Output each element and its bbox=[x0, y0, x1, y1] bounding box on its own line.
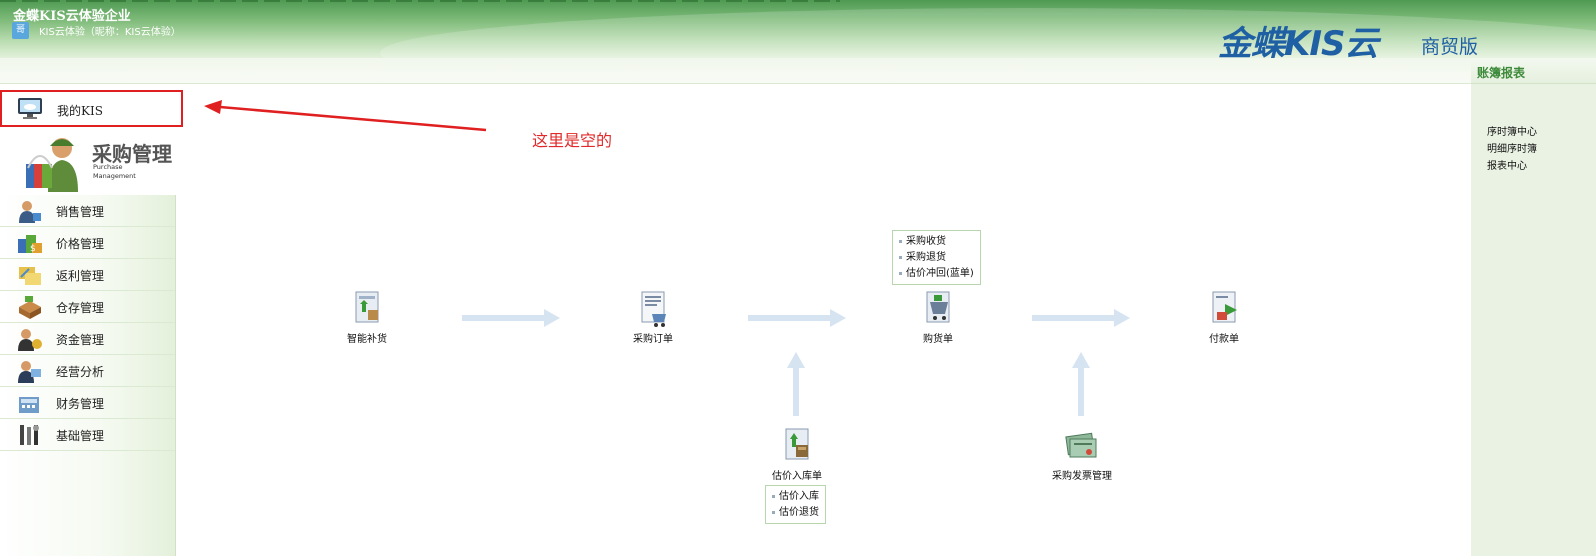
company-name: 金蝶KIS云体验企业 bbox=[13, 9, 131, 24]
header-decoration bbox=[380, 8, 1596, 58]
sales-icon bbox=[17, 199, 43, 226]
monitor-icon bbox=[16, 97, 44, 124]
app-header: 金蝶KIS云体验企业 哥 KIS云体验（昵称：KIS云体验） 金蝶KIS云 商贸… bbox=[0, 0, 1596, 58]
sub-bar bbox=[0, 58, 1596, 84]
price-icon: $ bbox=[17, 231, 43, 258]
purchase-order-icon bbox=[641, 291, 666, 327]
account-badge[interactable]: 哥 bbox=[12, 22, 29, 39]
link-report-center[interactable]: 报表中心 bbox=[1487, 161, 1527, 172]
estimate-stockin-icon bbox=[785, 428, 809, 460]
right-panel-title: 账簿报表 bbox=[1477, 66, 1526, 80]
receipt-submenu: 采购收货 采购退货 估价冲回(蓝单) bbox=[892, 230, 981, 285]
link-detail-journal[interactable]: 明细序时簿 bbox=[1487, 144, 1537, 155]
header-topline bbox=[0, 0, 840, 2]
submenu-item-estimate-return[interactable]: 估价退货 bbox=[772, 505, 819, 521]
warehouse-icon bbox=[17, 295, 43, 322]
annotation-note: 这里是空的 bbox=[532, 131, 613, 150]
account-label: KIS云体验（昵称：KIS云体验） bbox=[39, 27, 181, 38]
flow-node-label: 付款单 bbox=[1209, 334, 1239, 345]
sidebar-item-basic[interactable]: 基础管理 bbox=[0, 419, 175, 451]
sidebar-item-analysis[interactable]: 经营分析 bbox=[0, 355, 175, 387]
flow-arrow-right bbox=[1032, 309, 1130, 327]
flow-node-payment[interactable]: 付款单 bbox=[1179, 290, 1269, 345]
svg-text:$: $ bbox=[30, 244, 36, 254]
link-journal-center[interactable]: 序时簿中心 bbox=[1487, 127, 1537, 138]
sidebar-item-sales[interactable]: 销售管理 bbox=[0, 195, 175, 227]
flow-node-label: 估价入库单 bbox=[772, 471, 822, 482]
purchase-receipt-icon bbox=[926, 291, 950, 323]
flow-arrow-right bbox=[462, 309, 560, 327]
submenu-item-estimate-stockin[interactable]: 估价入库 bbox=[772, 489, 819, 505]
sidebar-item-funds[interactable]: 资金管理 bbox=[0, 323, 175, 355]
sidebar-item-finance[interactable]: 财务管理 bbox=[0, 387, 175, 419]
annotation-arrow bbox=[204, 100, 487, 132]
submenu-item-purchase-return[interactable]: 采购退货 bbox=[899, 250, 974, 266]
rebate-icon bbox=[17, 263, 43, 290]
sidebar-item-label: 销售管理 bbox=[56, 205, 105, 219]
sidebar: 我的KIS 采购管理 Purchase Management 销售管理 bbox=[0, 85, 183, 556]
my-kis-button[interactable]: 我的KIS bbox=[0, 90, 183, 127]
sidebar-item-label: 资金管理 bbox=[56, 333, 105, 347]
flow-node-invoice-mgmt[interactable]: 采购发票管理 bbox=[1037, 427, 1127, 482]
flow-node-smart-replenish[interactable]: 智能补货 bbox=[322, 290, 412, 345]
flow-arrow-up bbox=[787, 352, 805, 416]
flow-node-estimate-stockin[interactable]: 估价入库单 bbox=[752, 427, 842, 482]
flow-arrow-up bbox=[1072, 352, 1090, 416]
sidebar-item-label: 经营分析 bbox=[56, 365, 105, 379]
report-links: 序时簿中心 明细序时簿 报表中心 bbox=[1487, 124, 1537, 175]
sidebar-item-price[interactable]: $ 价格管理 bbox=[0, 227, 175, 259]
sidebar-item-label: 价格管理 bbox=[56, 237, 105, 251]
flow-node-purchase-order[interactable]: 采购订单 bbox=[608, 290, 698, 345]
flow-arrow-right bbox=[748, 309, 846, 327]
submenu-item-purchase-receive[interactable]: 采购收货 bbox=[899, 234, 974, 250]
module-nav: 销售管理 $ 价格管理 返利管理 仓存管理 资金管理 bbox=[0, 195, 176, 556]
submenu-item-estimate-writeback[interactable]: 估价冲回(蓝单) bbox=[899, 266, 974, 282]
funds-icon bbox=[17, 327, 43, 354]
flow-node-label: 采购订单 bbox=[633, 334, 673, 345]
brand-logo: 金蝶KIS云 bbox=[1218, 24, 1378, 58]
right-panel-title-bar: 账簿报表 bbox=[1471, 58, 1596, 84]
finance-icon bbox=[17, 391, 43, 418]
smart-replenish-icon bbox=[355, 291, 379, 323]
estimate-submenu: 估价入库 估价退货 bbox=[765, 485, 826, 524]
module-header: 采购管理 Purchase Management bbox=[0, 130, 176, 192]
module-subtitle: Purchase Management bbox=[93, 163, 136, 180]
sidebar-item-label: 基础管理 bbox=[56, 429, 105, 443]
sidebar-item-warehouse[interactable]: 仓存管理 bbox=[0, 291, 175, 323]
sidebar-item-label: 返利管理 bbox=[56, 269, 105, 283]
sidebar-item-label: 财务管理 bbox=[56, 397, 105, 411]
sidebar-item-rebate[interactable]: 返利管理 bbox=[0, 259, 175, 291]
right-panel: 账簿报表 序时簿中心 明细序时簿 报表中心 bbox=[1471, 58, 1596, 556]
purchase-person-icon bbox=[22, 134, 86, 195]
basic-icon bbox=[17, 423, 43, 450]
invoice-icon bbox=[1065, 432, 1097, 458]
module-title: 采购管理 bbox=[92, 144, 172, 166]
analysis-icon bbox=[17, 359, 43, 386]
edition-label: 商贸版 bbox=[1421, 36, 1479, 58]
sidebar-item-label: 仓存管理 bbox=[56, 301, 105, 315]
flow-node-label: 采购发票管理 bbox=[1052, 471, 1112, 482]
my-kis-label: 我的KIS bbox=[57, 104, 103, 118]
flow-node-label: 购货单 bbox=[923, 334, 953, 345]
flow-node-label: 智能补货 bbox=[347, 334, 387, 345]
flow-node-purchase-receipt[interactable]: 购货单 bbox=[893, 290, 983, 345]
payment-icon bbox=[1212, 291, 1237, 323]
